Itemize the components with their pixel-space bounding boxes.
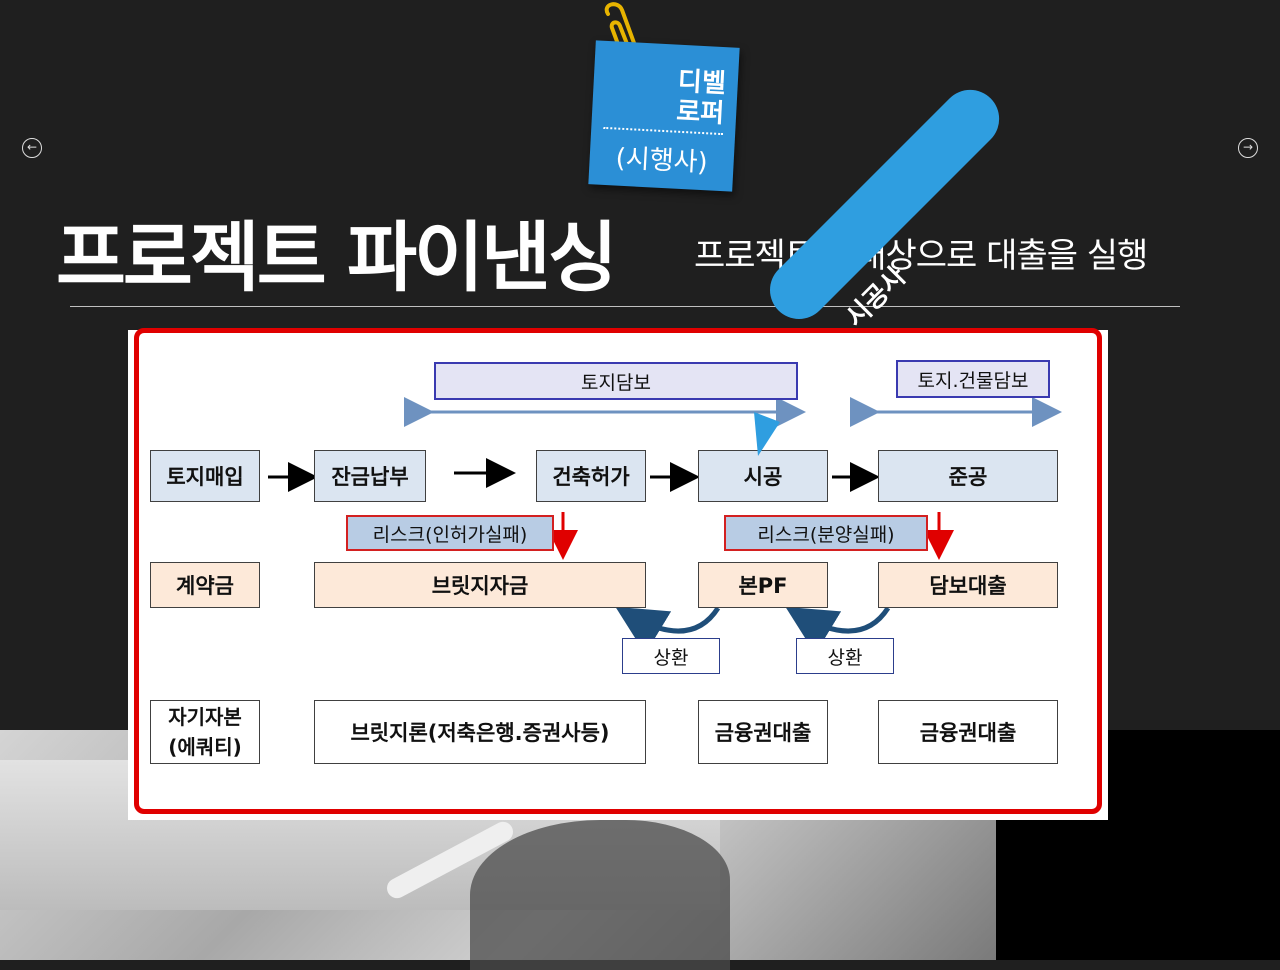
source-bank-loan-pf: 금융권대출 xyxy=(698,700,828,764)
repay-label-two: 상환 xyxy=(796,638,894,674)
page-title: 프로젝트 파이낸싱 xyxy=(56,213,618,302)
repay-curve-one xyxy=(615,606,721,655)
photo-hand xyxy=(470,820,730,970)
funding-main-pf: 본PF xyxy=(698,562,828,608)
funding-mortgage: 담보대출 xyxy=(878,562,1058,608)
stage-land-purchase: 토지매입 xyxy=(150,450,260,502)
funding-bridge: 브릿지자금 xyxy=(314,562,646,608)
source-equity: 자기자본 (에쿼티) xyxy=(150,700,260,764)
funding-deposit: 계약금 xyxy=(150,562,260,608)
page-subtitle: 프로젝트를 대상으로 대출을 실행 xyxy=(694,236,1148,276)
risk-permit-failure: 리스크(인허가실패) xyxy=(346,515,554,551)
title-divider xyxy=(70,306,1180,307)
stage-balance-payment: 잔금납부 xyxy=(314,450,426,502)
risk-sales-failure: 리스크(분양실패) xyxy=(724,515,928,551)
source-bridge-loan: 브릿지론(저축은행.증권사등) xyxy=(314,700,646,764)
next-slide-button[interactable]: → xyxy=(1238,138,1258,158)
prev-slide-button[interactable]: ← xyxy=(22,138,42,158)
arrow-right-icon: → xyxy=(1242,140,1254,154)
callout-pointer xyxy=(754,412,780,456)
repay-label-one: 상환 xyxy=(622,638,720,674)
repay-curve-two xyxy=(785,606,891,655)
source-bank-loan-mortgage: 금융권대출 xyxy=(878,700,1058,764)
land-collateral-label: 토지담보 xyxy=(434,362,798,400)
stage-building-permit: 건축허가 xyxy=(536,450,646,502)
stage-completion: 준공 xyxy=(878,450,1058,502)
land-building-collateral-label: 토지.건물담보 xyxy=(896,360,1050,398)
stage-construction: 시공 xyxy=(698,450,828,502)
arrow-left-icon: ← xyxy=(26,140,38,154)
